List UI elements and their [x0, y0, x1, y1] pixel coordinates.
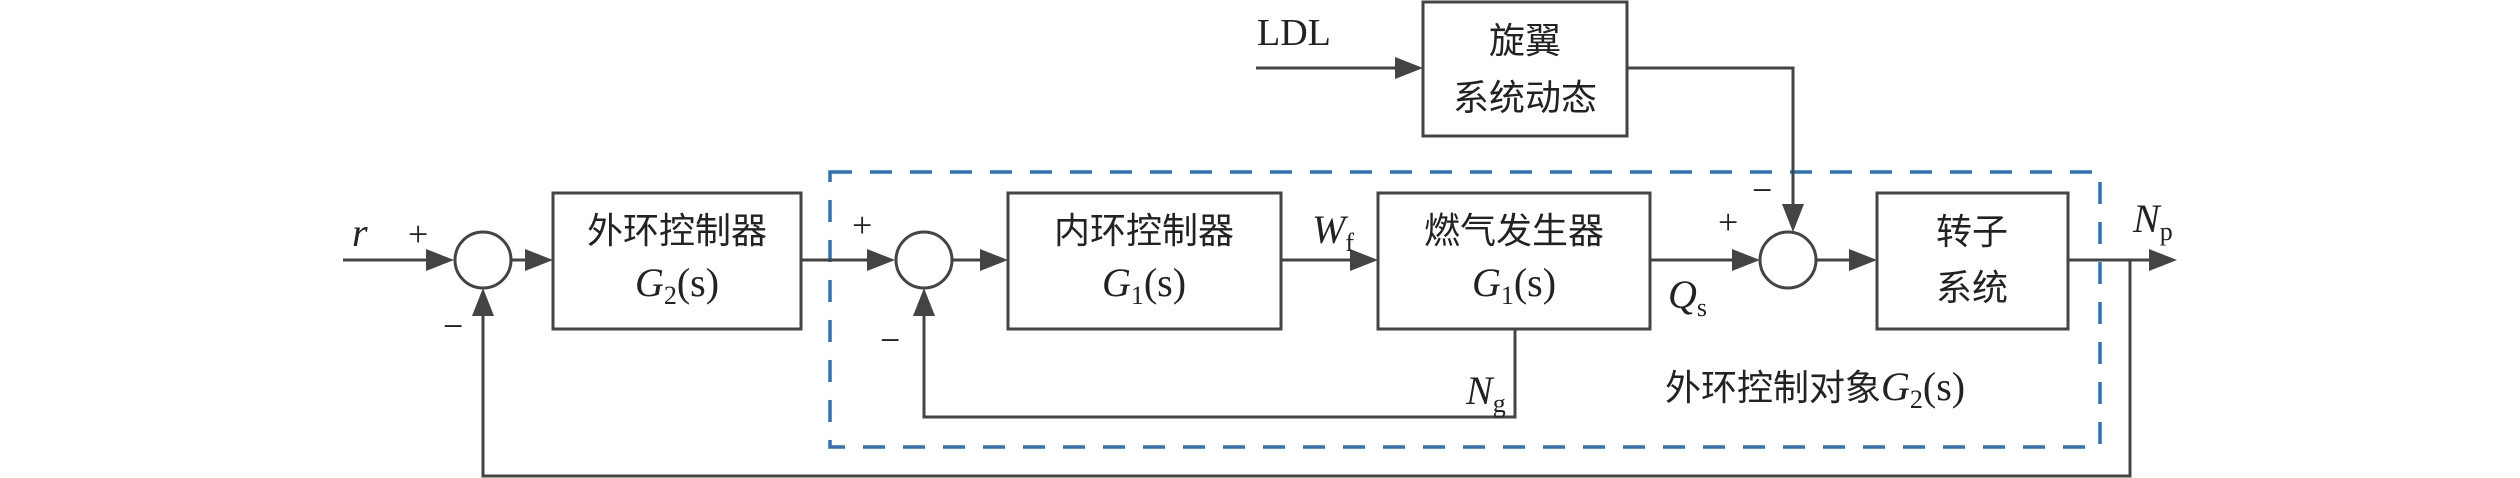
- reference-label: r: [352, 210, 368, 255]
- outer-plant-boundary: [828, 170, 2102, 449]
- sum3-plus-sign: +: [1718, 202, 1738, 242]
- inner-feedback-line: [922, 302, 1517, 419]
- rotor-dynamics-line1: 旋翼: [1489, 21, 1561, 62]
- sum2-minus-sign: −: [880, 320, 900, 360]
- gas-gen-speed-label: Ng: [1465, 368, 1506, 418]
- outer-controller-block: 外环控制器 G2(s): [551, 191, 803, 331]
- sum3-load-arrow-icon: [1782, 204, 1804, 232]
- gas-generator-block: 燃气发生器 G1(s): [1376, 191, 1652, 331]
- summing-junction-1: [453, 230, 513, 290]
- outer-controller-title: 外环控制器: [587, 211, 767, 252]
- fuel-flow-label: Wf: [1312, 207, 1354, 257]
- rotor-dynamics-arrow-icon: [1395, 57, 1423, 79]
- gas-generator-arrow-icon: [1350, 249, 1378, 271]
- rotor-system-arrow-icon: [1849, 249, 1877, 271]
- rotor-dynamics-line2: 系统动态: [1453, 78, 1597, 119]
- outer-controller-tf: G2(s): [635, 260, 719, 310]
- inner-controller-title: 内环控制器: [1054, 211, 1234, 252]
- reference-arrow-icon: [426, 249, 454, 271]
- rotor-system-block: 转子 系统: [1875, 191, 2070, 331]
- gas-generator-tf: G1(s): [1472, 260, 1556, 310]
- inner-feedback-arrow-icon: [913, 288, 935, 316]
- outer-feedback-line: [481, 260, 2132, 478]
- sum2-plus-sign: +: [852, 205, 872, 245]
- disturbance-label: LDL: [1257, 12, 1331, 54]
- inner-controller-block: 内环控制器 G1(s): [1006, 191, 1283, 331]
- summing-junction-2: [894, 230, 954, 290]
- rotor-system-line1: 转子: [1936, 212, 2008, 253]
- outer-feedback-arrow-icon: [472, 288, 494, 316]
- gas-generator-title: 燃气发生器: [1424, 211, 1604, 252]
- output-label: Np: [2132, 196, 2173, 246]
- output-arrow-icon: [2149, 249, 2177, 271]
- rotor-system-line2: 系统: [1936, 268, 2008, 309]
- inner-controller-tf: G1(s): [1102, 260, 1186, 310]
- torque-label: Qs: [1668, 272, 1707, 322]
- sum3-minus-sign: −: [1752, 170, 1772, 210]
- outer-plant-label: 外环控制对象G2(s): [1665, 364, 1965, 414]
- outer-controller-arrow-icon: [525, 249, 553, 271]
- sum1-minus-sign: −: [443, 306, 463, 346]
- rotor-dynamics-to-sum3-line: [1627, 66, 1795, 218]
- rotor-dynamics-block: 旋翼 系统动态: [1421, 0, 1629, 138]
- sum1-plus-sign: +: [408, 214, 428, 254]
- summing-junction-3: [1758, 230, 1818, 290]
- sum2-input-arrow-icon: [867, 249, 895, 271]
- inner-controller-arrow-icon: [980, 249, 1008, 271]
- sum3-input-arrow-icon: [1732, 249, 1760, 271]
